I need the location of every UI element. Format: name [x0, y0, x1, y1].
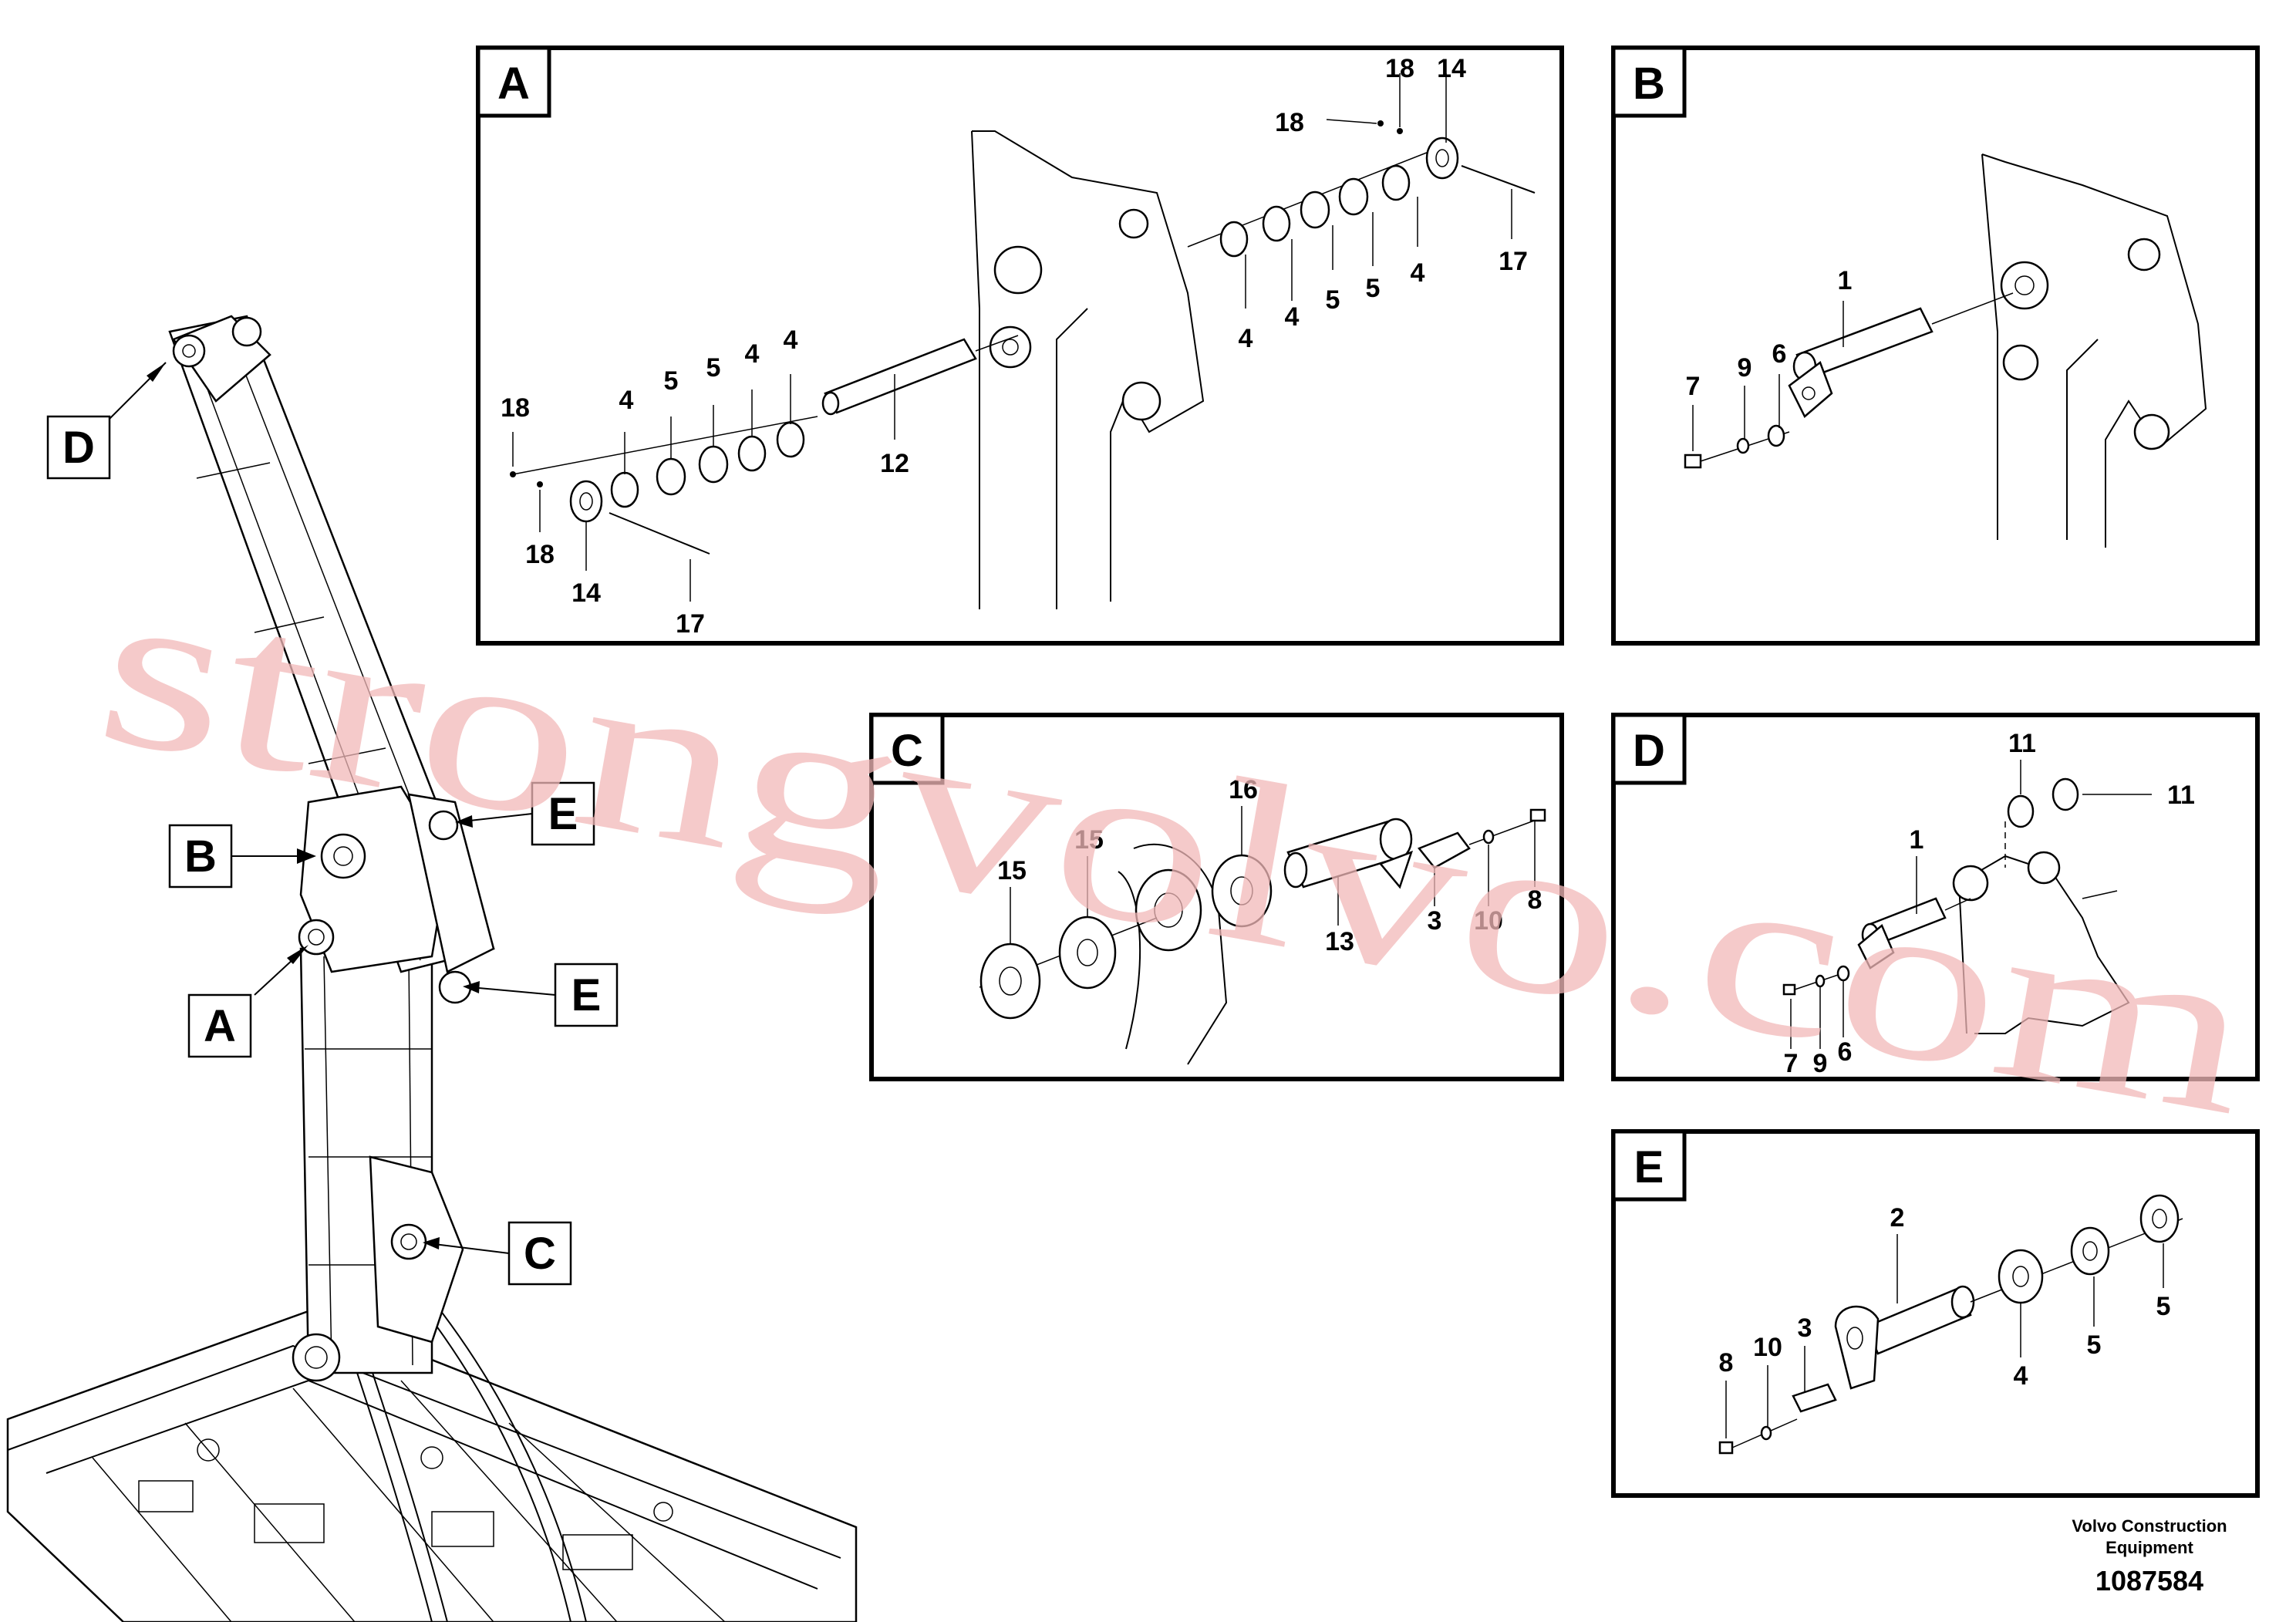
- callout: 1: [1838, 266, 1853, 295]
- callout: 18: [1275, 108, 1304, 137]
- callout: 10: [1474, 906, 1503, 936]
- main-label-b: B: [184, 831, 217, 882]
- callout: 8: [1719, 1348, 1734, 1378]
- callout: 5: [664, 366, 679, 396]
- callout: 5: [2087, 1330, 2102, 1360]
- main-label-a: A: [204, 1001, 236, 1051]
- main-view-labels: D B A E E C: [46, 362, 619, 1286]
- callout: 5: [706, 353, 721, 383]
- callout: 2: [1890, 1203, 1905, 1233]
- main-label-e-upper: E: [548, 789, 578, 839]
- callout: 5: [1366, 274, 1381, 303]
- callout: 6: [1772, 339, 1787, 369]
- panel-e-letter: E: [1634, 1142, 1664, 1192]
- panel-a-letter: A: [497, 59, 530, 109]
- footer: Volvo Construction Equipment 1087584: [2034, 1516, 2265, 1597]
- callout: 18: [501, 393, 530, 423]
- callout: 11: [2167, 781, 2195, 810]
- footer-company-line2: Equipment: [2106, 1538, 2193, 1557]
- callout: 8: [1528, 885, 1542, 915]
- callout: 16: [1229, 775, 1258, 804]
- callout: 17: [676, 609, 705, 639]
- callout: 17: [1499, 247, 1528, 276]
- callout: 11: [2008, 729, 2036, 758]
- panel-b-letter: B: [1633, 59, 1665, 109]
- panel-c: C 16 15 15 13 3 10: [869, 713, 1564, 1081]
- callout: 9: [1738, 353, 1752, 383]
- callout: 6: [1838, 1037, 1853, 1067]
- footer-drawing-number: 1087584: [2095, 1565, 2204, 1597]
- panel-e: E 2 8 10 3 4 5 5: [1611, 1129, 2260, 1498]
- callout: 4: [784, 325, 798, 355]
- callout: 18: [525, 540, 555, 569]
- callout: 1: [1910, 825, 1924, 855]
- callout: 10: [1753, 1333, 1782, 1362]
- main-label-e-lower: E: [571, 970, 602, 1020]
- label-box-d: [46, 415, 111, 480]
- callout: 7: [1784, 1049, 1799, 1078]
- callout: 3: [1798, 1313, 1812, 1343]
- main-label-c: C: [524, 1229, 556, 1279]
- callout: 4: [745, 339, 760, 369]
- panel-a: A: [476, 46, 1564, 646]
- callout: 5: [1326, 285, 1340, 315]
- panel-d-letter: D: [1633, 726, 1665, 776]
- panel-d: D 11 11 1 7 9 6: [1611, 713, 2260, 1081]
- base-frame: [6, 1310, 858, 1622]
- callout: 4: [619, 386, 634, 415]
- callout: 15: [997, 856, 1027, 885]
- callout: 14: [1437, 54, 1466, 83]
- callout: 9: [1813, 1049, 1828, 1078]
- callout: 4: [2014, 1361, 2028, 1391]
- callout: 13: [1325, 927, 1354, 956]
- panel-c-letter: C: [891, 726, 923, 776]
- callout: 4: [1411, 258, 1425, 288]
- main-label-d: D: [62, 423, 95, 473]
- boom-illustration: [6, 315, 858, 1622]
- callout: 4: [1285, 302, 1300, 332]
- callout: 18: [1385, 54, 1414, 83]
- callout: 15: [1074, 825, 1104, 855]
- callout: 7: [1686, 372, 1701, 401]
- callout: 12: [880, 449, 909, 478]
- panel-b: B 1 7 9 6: [1611, 46, 2260, 646]
- callout: 5: [2156, 1292, 2171, 1321]
- footer-company-line1: Volvo Construction: [2072, 1516, 2227, 1536]
- callout: 3: [1428, 906, 1442, 936]
- callout: 4: [1239, 324, 1253, 353]
- callout: 14: [571, 578, 601, 608]
